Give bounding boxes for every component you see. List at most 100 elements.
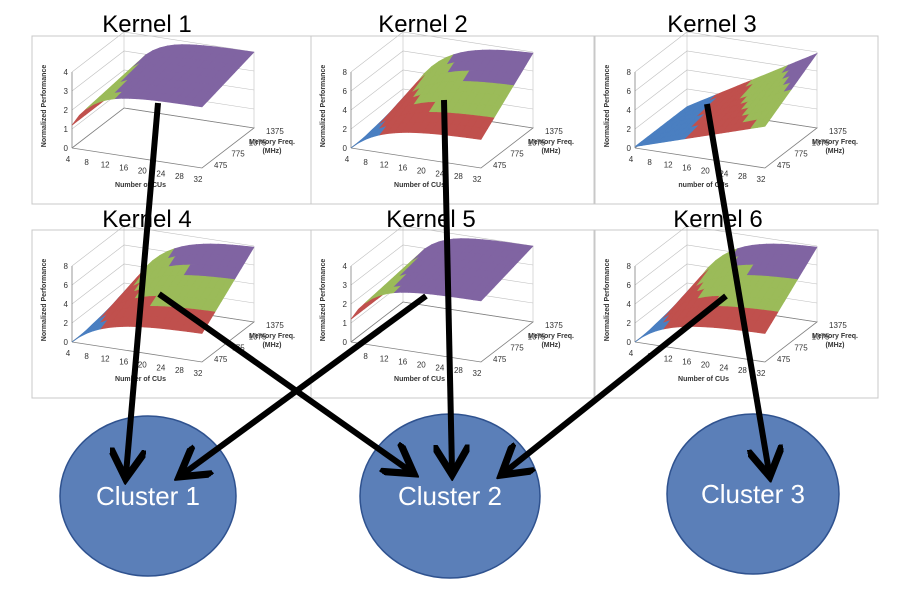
surface-cell [194,98,210,108]
y-axis-title: Normalized Performance [604,65,611,148]
y-tick-label: 3 [343,281,348,290]
x-tick-label: 8 [363,352,368,361]
y-tick-label: 0 [64,338,69,347]
x-axis-title: Number of CUs [115,182,166,189]
y-tick-label: 6 [343,87,348,96]
z-tick-label: 1375 [829,127,847,136]
z-tick-label: 475 [777,161,791,170]
arrow-kernel-4-to-cluster-2 [157,291,410,471]
x-tick-label: 16 [398,358,407,367]
assignment-arrows [126,99,769,474]
y-tick-label: 1 [64,125,69,134]
z-tick-label: 1075 [528,138,546,147]
kernel-title-1: Kernel 1 [102,11,191,38]
x-tick-label: 28 [738,366,747,375]
x-tick-label: 24 [719,363,728,372]
y-tick-label: 4 [343,106,348,115]
y-tick-label: 2 [64,106,69,115]
y-tick-label: 2 [343,125,348,134]
x-tick-label: 4 [66,349,71,358]
x-tick-label: 12 [664,355,673,364]
x-tick-label: 28 [175,366,184,375]
chart-walls [71,31,255,169]
x-tick-label: 28 [175,172,184,181]
y-tick-label: 0 [343,338,348,347]
x-tick-label: 32 [473,175,482,184]
y-axis-title: Normalized Performance [41,65,48,148]
x-tick-label: 16 [682,164,691,173]
x-tick-label: 12 [380,161,389,170]
x-tick-label: 4 [345,155,350,164]
y-tick-label: 4 [627,300,632,309]
y-axis-title: Normalized Performance [320,65,327,148]
y-tick-label: 3 [64,87,69,96]
kernel-title-6: Kernel 6 [673,206,762,233]
x-tick-label: 28 [454,172,463,181]
cluster-label: Cluster 3 [701,479,805,509]
x-tick-label: 32 [194,369,203,378]
z-tick-label: 1375 [266,321,284,330]
x-tick-label: 28 [454,366,463,375]
y-tick-label: 2 [343,300,348,309]
x-tick-label: 32 [194,175,203,184]
y-tick-label: 4 [627,106,632,115]
x-tick-label: 8 [647,158,652,167]
cluster-1: Cluster 1 [59,415,237,577]
y-tick-label: 4 [343,262,348,271]
y-tick-label: 6 [627,281,632,290]
cluster-label: Cluster 2 [398,481,502,511]
y-tick-label: 8 [627,68,632,77]
z-tick-label: 775 [510,344,524,353]
y-tick-label: 8 [343,68,348,77]
z-tick-label: 1375 [266,127,284,136]
z-tick-label: 775 [231,150,245,159]
x-tick-label: 12 [664,161,673,170]
y-tick-label: 0 [627,338,632,347]
z-axis-title: Memory Freq.(MHz) [812,139,858,155]
arrow-kernel-3-to-cluster-3 [704,103,769,472]
z-tick-label: 1075 [812,332,830,341]
performance-surface [634,52,818,147]
x-tick-label: 16 [119,164,128,173]
z-tick-label: 1075 [812,138,830,147]
x-axis-title: Number of CUs [394,376,445,383]
x-tick-label: 8 [363,158,368,167]
cluster-3: Cluster 3 [666,413,840,575]
x-tick-label: 20 [417,360,426,369]
y-tick-label: 2 [64,319,69,328]
y-tick-label: 0 [627,144,632,153]
kernel-title-5: Kernel 5 [386,206,475,233]
x-tick-label: 8 [84,352,89,361]
z-tick-label: 1375 [545,127,563,136]
kernel-title-2: Kernel 2 [378,11,467,38]
z-tick-label: 475 [493,355,507,364]
cluster-ellipse [666,413,840,575]
x-tick-label: 12 [101,161,110,170]
x-tick-label: 12 [380,355,389,364]
y-tick-label: 4 [64,68,69,77]
z-axis-title: Memory Freq.(MHz) [812,333,858,349]
y-tick-label: 0 [343,144,348,153]
z-axis-title: Memory Freq.(MHz) [249,139,295,155]
x-tick-label: 20 [701,166,710,175]
z-tick-label: 1075 [249,138,267,147]
z-tick-label: 1075 [528,332,546,341]
x-tick-label: 32 [757,175,766,184]
z-axis-title: Memory Freq.(MHz) [249,333,295,349]
performance-surface [350,49,534,149]
x-tick-label: 28 [738,172,747,181]
x-tick-label: 24 [719,169,728,178]
x-tick-label: 24 [435,169,444,178]
performance-surface [350,238,534,320]
y-tick-label: 2 [627,125,632,134]
surface-cell [757,321,772,334]
x-tick-label: 12 [101,355,110,364]
y-tick-label: 6 [64,281,69,290]
x-tick-label: 24 [156,169,165,178]
kernel-title-4: Kernel 4 [102,206,191,233]
surface-cell [473,127,488,140]
y-tick-label: 2 [627,319,632,328]
